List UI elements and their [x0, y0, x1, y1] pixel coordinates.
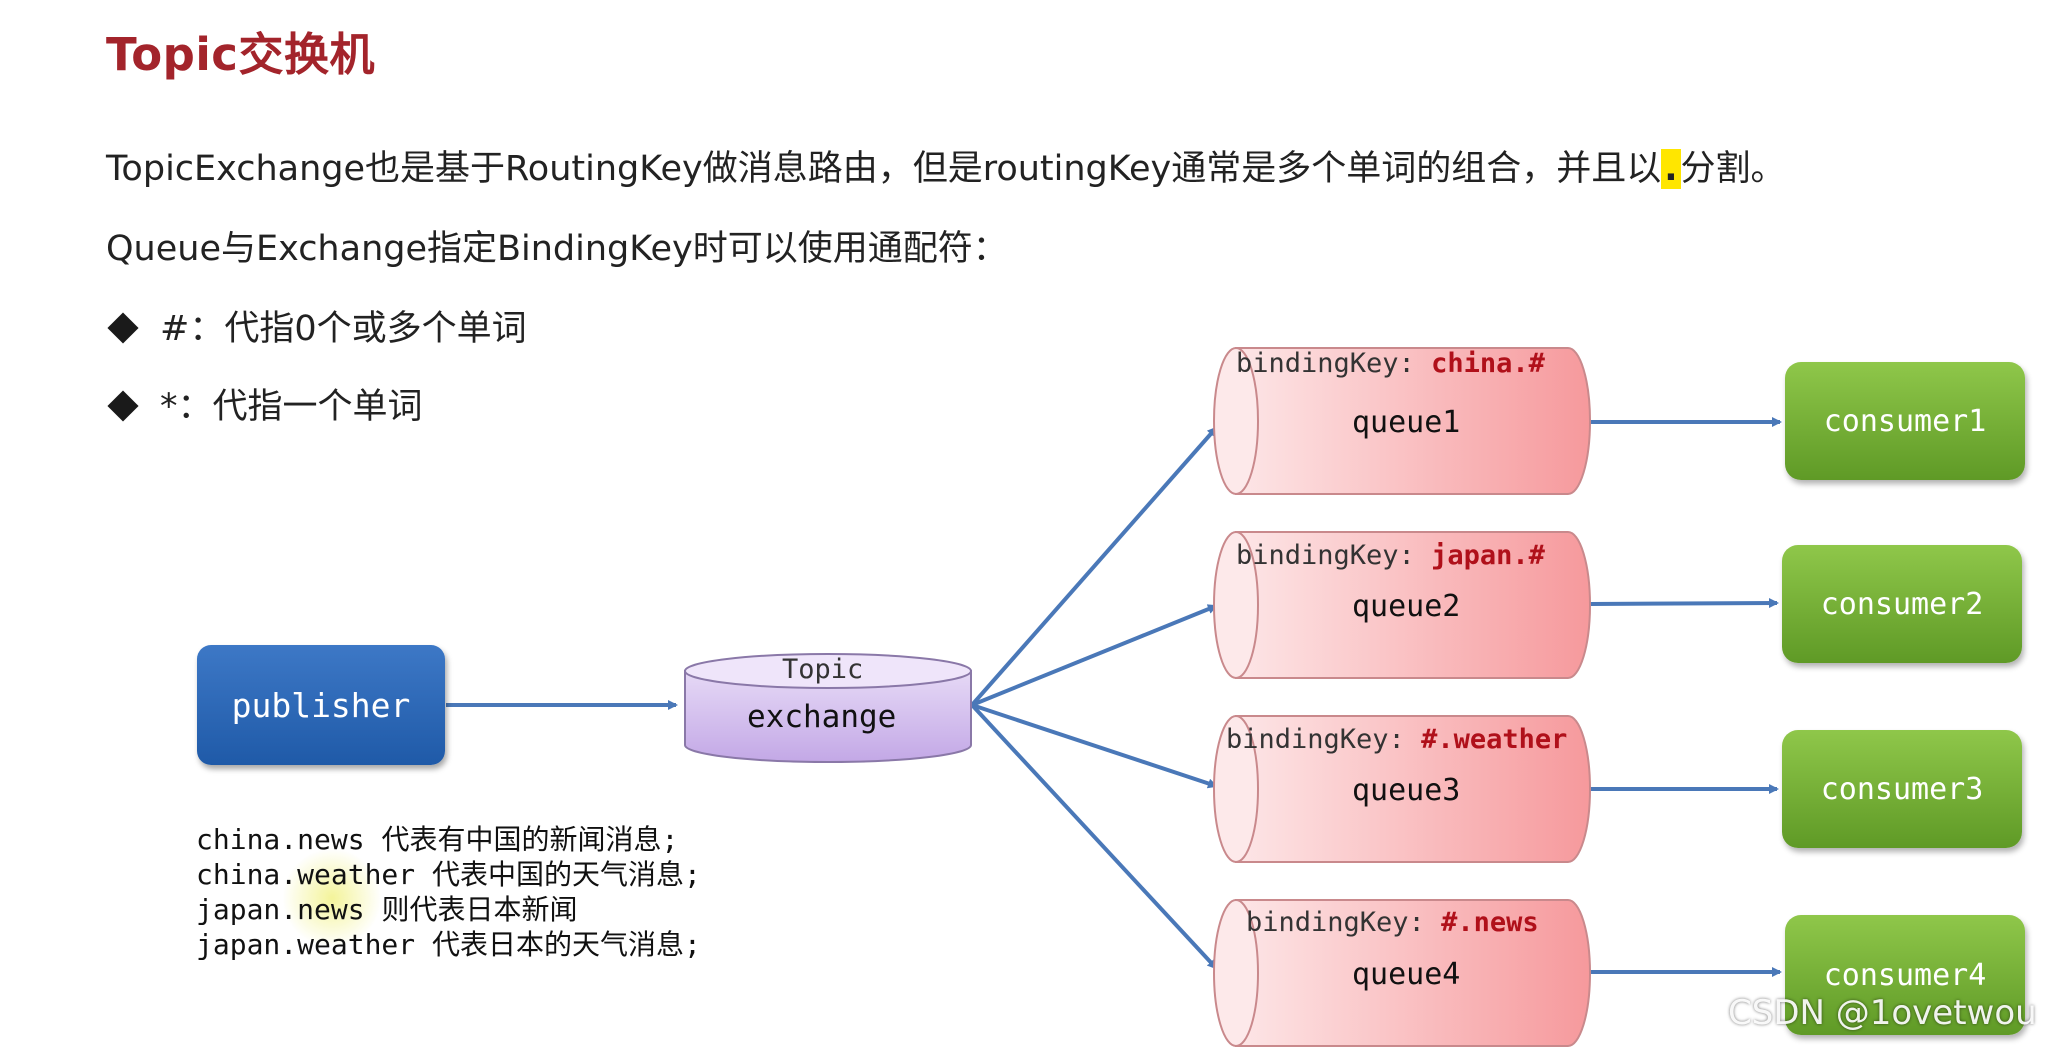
dot-highlight: . — [1661, 149, 1681, 189]
publisher-node: publisher — [197, 645, 445, 765]
cursor-highlight — [282, 848, 382, 948]
arrow-exchange-queue3 — [971, 703, 1218, 789]
queue4-cylinder — [1213, 899, 1591, 1047]
arrow-exchange-queue4 — [970, 703, 1218, 970]
binding-key-value: japan.# — [1431, 540, 1545, 571]
routing-key-examples: china.news 代表有中国的新闻消息; china.weather 代表中… — [196, 822, 701, 962]
watermark: CSDN @1ovetwou — [1728, 993, 2037, 1033]
example-row: china.weather 代表中国的天气消息; — [196, 857, 701, 892]
example-row: china.news 代表有中国的新闻消息; — [196, 822, 701, 857]
arrow-queue2-consumer2 — [1589, 598, 1779, 609]
queue2-cylinder — [1213, 531, 1591, 679]
bullet-hash-text: #：代指0个或多个单词 — [160, 309, 527, 349]
consumer2-node: consumer2 — [1782, 545, 2022, 663]
queue2-label: queue2 — [1352, 589, 1461, 624]
page-title: Topic交换机 — [106, 28, 375, 81]
binding-key-queue2: bindingKey: japan.# — [1236, 540, 1545, 571]
example-key: china.weather — [196, 858, 416, 891]
bullet-star: *：代指一个单词 — [106, 378, 423, 429]
consumer3-node: consumer3 — [1782, 730, 2022, 848]
binding-key-value: #.news — [1441, 907, 1539, 938]
example-key: china.news — [196, 823, 365, 856]
intro-line-2: Queue与Exchange指定BindingKey时可以使用通配符： — [106, 229, 1008, 269]
queue1-label: queue1 — [1352, 405, 1461, 440]
exchange-label: exchange — [747, 699, 897, 735]
binding-key-label: bindingKey: — [1236, 348, 1432, 379]
example-desc: 则代表日本新闻 — [381, 893, 578, 926]
binding-key-queue4: bindingKey: #.news — [1246, 907, 1539, 938]
binding-key-value: china.# — [1431, 348, 1545, 379]
queue4-label: queue4 — [1352, 957, 1461, 992]
example-desc: 代表中国的天气消息; — [432, 858, 701, 891]
binding-key-label: bindingKey: — [1226, 724, 1422, 755]
binding-key-queue1: bindingKey: china.# — [1236, 348, 1545, 379]
example-desc: 代表有中国的新闻消息; — [381, 823, 679, 856]
queue3-cylinder — [1213, 715, 1591, 863]
consumer1-node: consumer1 — [1785, 362, 2025, 480]
consumer4-node: consumer4 — [1785, 915, 2025, 1035]
binding-key-label: bindingKey: — [1236, 540, 1432, 571]
example-key: japan.weather — [196, 928, 416, 961]
queue3-label: queue3 — [1352, 773, 1461, 808]
intro-line-1-text: TopicExchange也是基于RoutingKey做消息路由，但是routi… — [106, 149, 1662, 189]
example-key: japan.news — [196, 893, 365, 926]
bullet-star-text: *：代指一个单词 — [160, 387, 423, 427]
arrow-exchange-queue2 — [971, 604, 1218, 707]
binding-key-queue3: bindingKey: #.weather — [1226, 724, 1567, 755]
example-row: japan.weather 代表日本的天气消息; — [196, 927, 701, 962]
intro-line-1: TopicExchange也是基于RoutingKey做消息路由，但是routi… — [106, 140, 1786, 191]
binding-key-label: bindingKey: — [1246, 907, 1442, 938]
exchange-cylinder — [684, 653, 972, 763]
example-desc: 代表日本的天气消息; — [432, 928, 701, 961]
queue1-cylinder — [1213, 347, 1591, 495]
arrow-exchange-queue1 — [970, 426, 1218, 707]
exchange-type-label: Topic — [782, 654, 864, 685]
bullet-hash: #：代指0个或多个单词 — [106, 300, 527, 351]
example-row: japan.news 则代表日本新闻 — [196, 892, 701, 927]
binding-key-value: #.weather — [1421, 724, 1568, 755]
intro-line-1-end: 分割。 — [1680, 149, 1786, 189]
